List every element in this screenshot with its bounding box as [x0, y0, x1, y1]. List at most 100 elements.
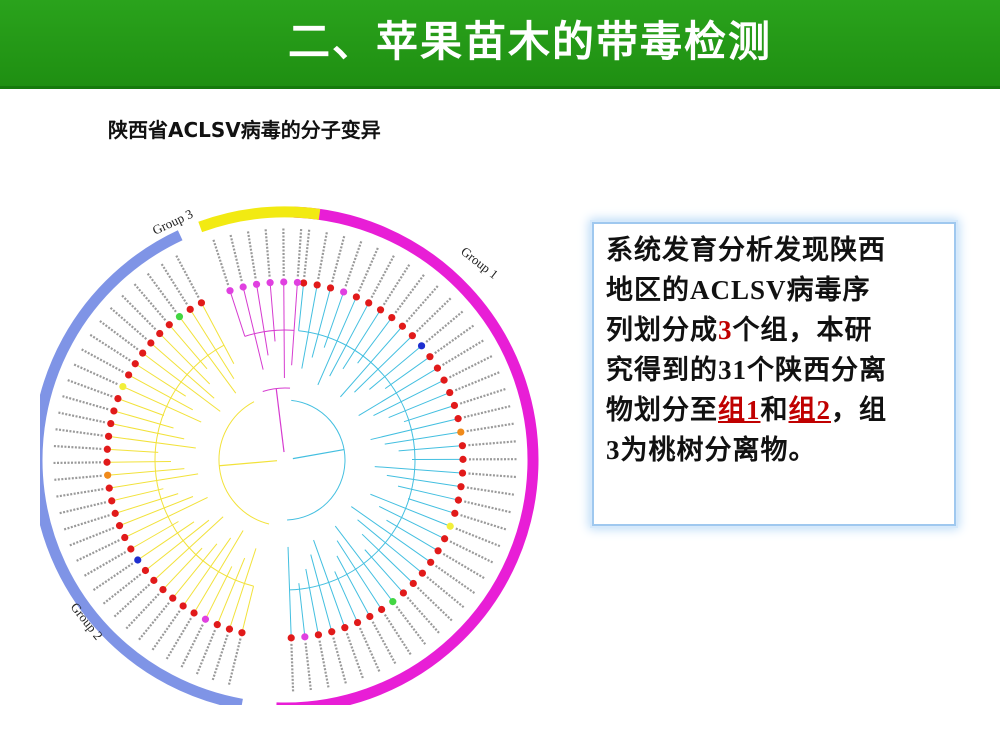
group2-branch — [170, 326, 208, 370]
group2-leaf-dot — [104, 471, 112, 479]
group1-leaf-label-placeholder — [382, 263, 411, 306]
group1-branch — [384, 358, 428, 390]
info-line-2: 地区的ACLSV病毒序 — [606, 275, 871, 305]
group1-leaf-label-placeholder — [464, 500, 512, 514]
group1-leaf-dot — [433, 364, 442, 372]
group1-leaf-label-placeholder — [416, 586, 453, 622]
group1-leaf-dot — [454, 415, 462, 423]
group1-leaf-dot — [313, 281, 321, 289]
group2-arc — [31, 230, 243, 710]
group1-leaf-dot — [399, 589, 407, 597]
group1-branch — [313, 539, 345, 625]
group1-leaf-label-placeholder — [460, 514, 507, 531]
group1-branch — [378, 506, 443, 538]
group2-mid-arc — [154, 344, 254, 587]
group1-leaf-label-placeholder — [371, 621, 397, 665]
group2-leaf-label-placeholder — [61, 394, 109, 411]
root-spoke — [292, 448, 345, 460]
group1-leaf-label-placeholder — [304, 642, 312, 691]
group2-branch — [180, 318, 237, 394]
group3-branch — [291, 285, 298, 366]
group2-leaf-dot — [156, 329, 164, 338]
group1-branch — [357, 519, 421, 572]
group1-branch — [373, 381, 442, 417]
group2-branch — [144, 354, 221, 412]
info-line-6: 3为桃树分离物。 — [606, 435, 817, 465]
group2-leaf-label-placeholder — [227, 638, 242, 686]
group2-leaf-label-placeholder — [73, 363, 118, 386]
group1-branch — [370, 418, 456, 441]
group1-leaf-label-placeholder — [395, 605, 427, 646]
group2-leaf-dot — [197, 299, 206, 307]
group2-leaf-dot — [103, 458, 111, 466]
group-arcs — [31, 206, 539, 714]
group1-leaf-dot — [388, 314, 396, 322]
group1-leaf-label-placeholder — [370, 254, 396, 299]
group1-leaf-dot — [457, 428, 465, 436]
group2-leaf-label-placeholder — [89, 333, 131, 362]
group2-leaf-label-placeholder — [53, 461, 102, 465]
group3-leaf-label-placeholder — [246, 230, 257, 279]
group1-arc — [276, 206, 539, 714]
group2-branch — [120, 399, 165, 416]
group2-leaf-dot — [165, 321, 173, 329]
group2-leaf-label-placeholder — [102, 573, 142, 605]
group1-branch — [311, 290, 331, 358]
group1-leaf-dot — [376, 306, 385, 314]
tree-leaves — [53, 227, 518, 692]
group1-leaf-label-placeholder — [331, 235, 346, 283]
group1-branch — [357, 319, 391, 364]
group1-leaf-dot — [458, 469, 467, 477]
group1-leaf-dot — [389, 598, 397, 606]
group1-leaf-dot — [366, 612, 374, 621]
group1-backbone — [287, 399, 346, 521]
group1-leaf-label-placeholder — [459, 387, 507, 405]
group2-leaf-dot — [179, 602, 187, 610]
group2-leaf-label-placeholder — [98, 319, 139, 351]
group2-leaf-label-placeholder — [55, 487, 104, 498]
group1-leaf-dot — [441, 535, 449, 543]
group1-leaf-dot — [398, 322, 407, 330]
group2-branch — [147, 519, 210, 570]
group1-leaf-dot — [418, 569, 426, 577]
group2-leaf-label-placeholder — [146, 272, 177, 313]
group1-leaf-dot — [287, 634, 295, 642]
group1-leaf-label-placeholder — [383, 613, 412, 656]
group2-leaf-label-placeholder — [180, 624, 204, 669]
root-spoke — [275, 388, 285, 453]
group2-branch — [155, 516, 224, 579]
group1-leaf-dot — [314, 631, 323, 639]
group2-link: 组2 — [788, 395, 831, 425]
group1-leaf-dot — [353, 618, 362, 627]
group1-leaf-dot — [328, 628, 336, 636]
group2-leaf-dot — [159, 586, 167, 594]
group1-branch — [323, 294, 344, 348]
group1-leaf-label-placeholder — [406, 596, 441, 634]
group1-leaf-label-placeholder — [394, 273, 426, 314]
group1-leaf-label-placeholder — [318, 640, 330, 689]
group1-leaf-label-placeholder — [425, 310, 464, 343]
group1-leaf-label-placeholder — [345, 632, 365, 679]
group1-leaf-dot — [409, 579, 417, 588]
group2-leaf-label-placeholder — [58, 501, 107, 515]
group1-branch — [334, 571, 357, 621]
group2-leaf-label-placeholder — [160, 263, 188, 305]
group1-leaf-label-placeholder — [405, 284, 439, 323]
phylogenetic-tree: Group 1 Group 2 Group 3 — [31, 195, 560, 714]
group1-branch — [369, 347, 420, 390]
group2-leaf-dot — [134, 556, 142, 564]
group1-leaf-dot — [301, 633, 309, 641]
group2-branch — [206, 566, 233, 617]
group1-branch — [403, 405, 452, 423]
group1-branch — [336, 540, 381, 608]
group1-leaf-label-placeholder — [466, 486, 515, 496]
group2-branch — [217, 557, 246, 623]
group1-leaf-label-placeholder — [344, 240, 363, 287]
group2-leaf-dot — [190, 609, 198, 617]
group2-leaf-label-placeholder — [68, 526, 115, 547]
group2-branch — [174, 543, 218, 597]
group3-leaf-dot — [280, 278, 288, 286]
group3-mid-arc — [244, 329, 295, 337]
group2-branch — [112, 473, 199, 489]
group2-leaf-dot — [150, 576, 158, 584]
